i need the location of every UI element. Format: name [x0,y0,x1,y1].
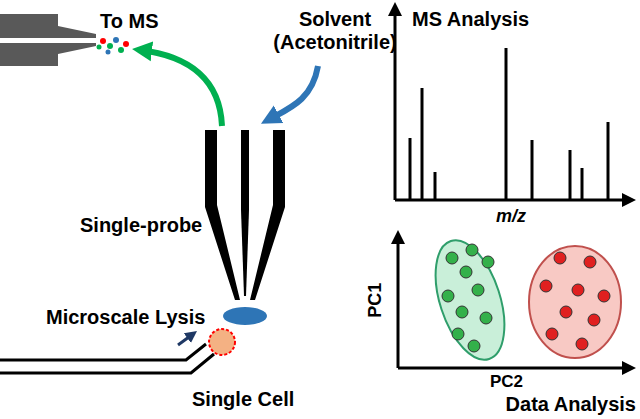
solvent-arrow [268,66,318,120]
pca-point [560,306,572,318]
panel-title: MS Analysis [412,8,529,31]
pca-point [546,328,558,340]
pca-point [598,290,610,302]
lysis-droplet [223,307,267,325]
single-cell [209,329,235,355]
panel-title: Data Analysis [506,393,636,416]
single-probe [205,130,285,300]
pca-point [452,328,464,340]
ms-peak [421,88,424,199]
micropipette [0,344,214,373]
pca-point [588,314,600,326]
pca-point [442,290,454,302]
ms-inlet [0,14,96,66]
ms-peak [434,172,437,199]
ms-peak [569,150,572,199]
ms-arrow [140,50,222,126]
cell-label: Single Cell [192,388,294,411]
pca-point [480,312,492,324]
ms-peak [531,140,534,199]
pca-point [466,244,478,256]
pca-point [554,252,566,264]
pca-point [584,256,596,268]
ms-peak [581,168,584,199]
ms-peak [607,122,610,199]
move-arrow [178,334,193,345]
solvent-label: Solvent (Acetonitrile) [260,8,410,54]
spray-droplets [97,37,130,55]
pca-point [482,256,494,268]
ms-peak [505,48,508,199]
axis-label: m/z [496,206,526,227]
axis-label: PC1 [366,282,387,317]
axis-label: PC2 [490,372,523,392]
probe-label: Single-probe [80,214,202,237]
pca-plot [398,232,630,368]
pca-point [460,266,472,278]
lysis-label: Microscale Lysis [46,306,205,329]
pca-point [446,252,458,264]
ms-peak [409,138,412,199]
pca-point [468,340,480,352]
pca-point [456,306,468,318]
inlet-label: To MS [100,10,159,33]
pca-point [576,338,588,350]
pca-point [472,284,484,296]
pca-point [540,280,552,292]
pca-point [572,284,584,296]
ms-spectrum [395,8,630,200]
